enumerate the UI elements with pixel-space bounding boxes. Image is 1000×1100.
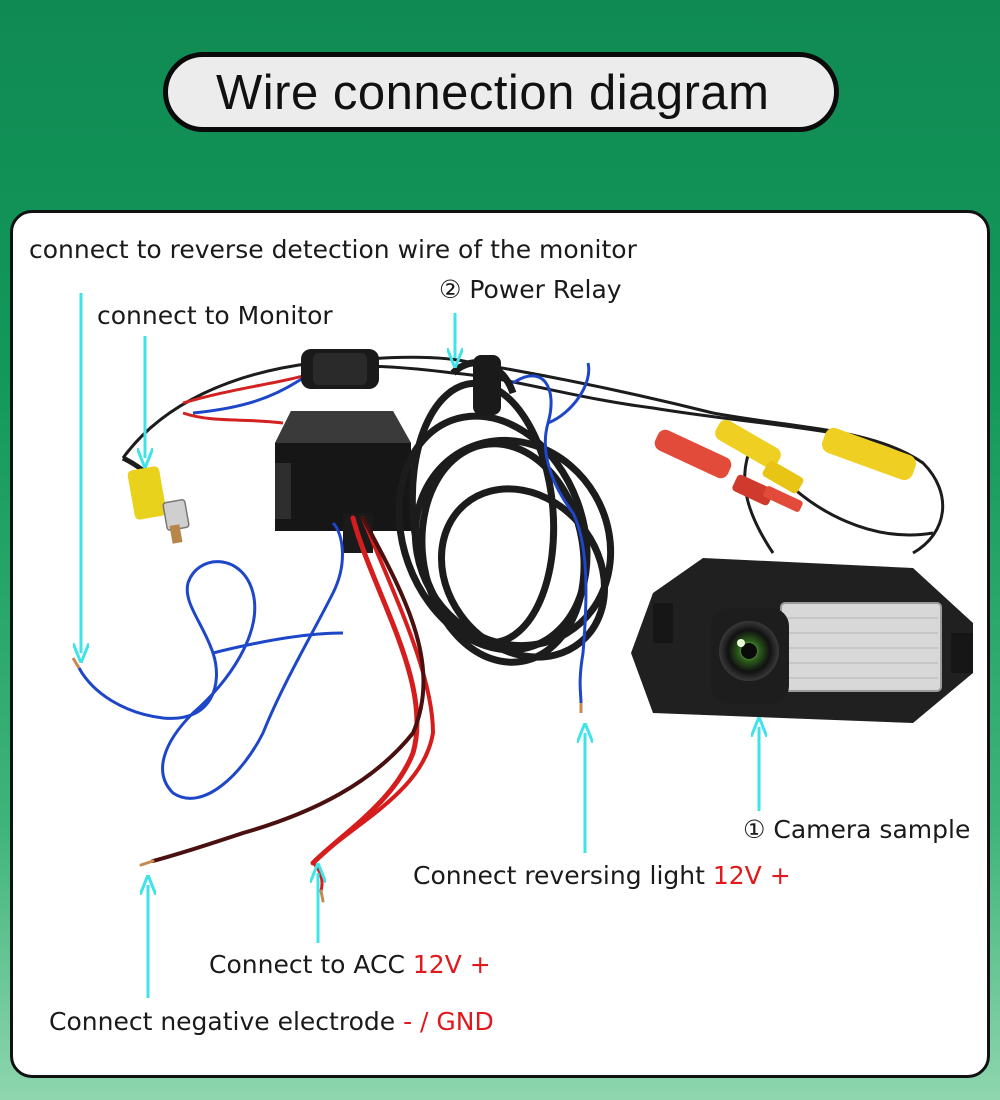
rca-monitor-connector <box>121 455 190 544</box>
label-camera: ① Camera sample <box>743 815 970 844</box>
power-relay-text: Power Relay <box>469 275 622 304</box>
main-wire <box>121 355 945 555</box>
diagram-panel: connect to reverse detection wire of the… <box>10 210 990 1078</box>
label-acc: Connect to ACC 12V + <box>209 950 491 979</box>
camera-module <box>631 558 973 723</box>
negative-text: Connect negative electrode <box>49 1007 396 1036</box>
label-negative: Connect negative electrode - / GND <box>49 1007 494 1036</box>
label-monitor: connect to Monitor <box>97 301 333 330</box>
title-pill: Wire connection diagram <box>163 52 839 132</box>
reversing-light-text: Connect reversing light <box>413 861 705 890</box>
diagram-title: Wire connection diagram <box>216 66 770 120</box>
acc-voltage: 12V + <box>412 950 491 979</box>
label-reversing-light: Connect reversing light 12V + <box>413 861 791 890</box>
label-reverse-detection: connect to reverse detection wire of the… <box>29 235 637 264</box>
reversing-light-voltage: 12V + <box>712 861 791 890</box>
rca-red-connectors <box>654 429 803 512</box>
ferrite-block <box>301 349 379 389</box>
acc-text: Connect to ACC <box>209 950 405 979</box>
camera-number: ① <box>743 815 766 844</box>
cable-plug <box>473 355 501 415</box>
camera-text: Camera sample <box>773 815 971 844</box>
label-power-relay: ② Power Relay <box>439 275 622 304</box>
power-relay-box <box>275 411 411 553</box>
power-relay-number: ② <box>439 275 462 304</box>
negative-voltage: - / GND <box>403 1007 494 1036</box>
wiring-illustration <box>71 293 973 998</box>
rca-yellow-connectors <box>715 419 917 494</box>
